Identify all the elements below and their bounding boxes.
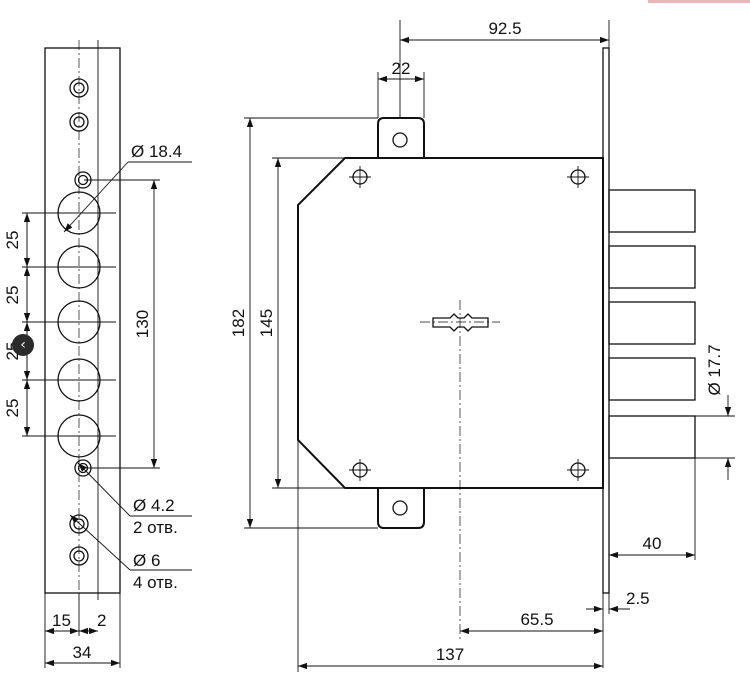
pitch-label: 25: [3, 231, 22, 250]
mounting-hole: [349, 459, 371, 481]
lock-body: 92.5 22 182 145 Ø 17.7 40 2.5: [229, 19, 735, 672]
screw-hole: [69, 112, 89, 132]
screw-hole: [69, 546, 89, 566]
carousel-prev-button[interactable]: ‹: [12, 334, 34, 356]
screw-hole: [69, 78, 89, 98]
chevron-left-icon: ‹: [20, 337, 26, 353]
bolt: [608, 415, 696, 459]
width-label: 34: [73, 643, 92, 662]
strike-plate-outline: [44, 47, 121, 594]
top-accent-bar: [648, 0, 750, 3]
body-height-label: 145: [257, 309, 276, 337]
keyhole: [420, 300, 500, 640]
span-label: 130: [133, 310, 152, 338]
mounting-hole: [349, 166, 371, 188]
screw-hole-count-label: 4 отв.: [133, 573, 178, 592]
bolt: [608, 189, 696, 233]
mounting-hole: [567, 459, 589, 481]
mounting-bracket-bottom: [377, 488, 425, 529]
faceplate-thickness-label: 2.5: [626, 589, 650, 608]
strike-plate: 25 25 25 25 130 Ø 18.4 Ø 4.2 2 отв. Ø 6 …: [3, 40, 192, 668]
total-height-label: 182: [229, 309, 248, 337]
screw-hole: [69, 514, 89, 534]
hole-diameter-label: Ø 18.4: [131, 142, 182, 161]
body-width-label: 137: [436, 645, 464, 664]
offset-label: 15: [52, 611, 71, 630]
pitch-label: 25: [3, 399, 22, 418]
offset-label: 2: [97, 611, 106, 630]
pitch-label: 25: [3, 286, 22, 305]
lock-case: [297, 157, 604, 489]
small-hole-count-label: 2 отв.: [133, 518, 178, 537]
small-hole-diameter-label: Ø 4.2: [133, 496, 175, 515]
mounting-hole: [567, 166, 589, 188]
key-offset-label: 65.5: [520, 610, 553, 629]
screw-hole-diameter-label: Ø 6: [133, 551, 160, 570]
bolt: [608, 301, 696, 345]
bolt: [608, 245, 696, 289]
bolt-projection-label: 40: [643, 534, 662, 553]
depth-label: 92.5: [488, 19, 521, 38]
bolt-diameter-label: Ø 17.7: [705, 344, 724, 395]
mounting-bracket-top: [377, 117, 425, 158]
bracket-width-label: 22: [392, 59, 411, 78]
bolt: [608, 357, 696, 401]
